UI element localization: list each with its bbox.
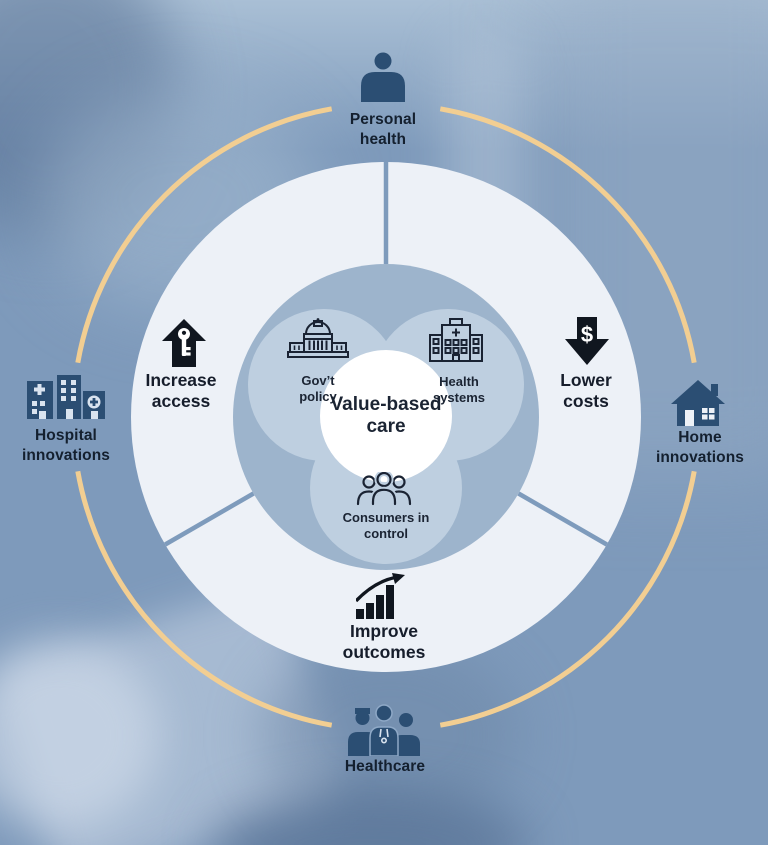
arrow-down-dollar-icon: $ — [565, 317, 609, 365]
ring-dividers — [164, 162, 608, 547]
increase-access-label: Increase access — [145, 370, 217, 411]
divider-lower-left — [164, 491, 255, 547]
gold-arc-ne — [439, 106, 697, 364]
house-icon — [671, 380, 725, 426]
consumers-label: Consumers in control — [342, 510, 430, 541]
healthcare-label: Healthcare — [344, 758, 426, 775]
gold-arc-circle — [75, 106, 697, 728]
hospital-building-icon — [429, 318, 483, 362]
capitol-icon — [287, 318, 349, 358]
gold-arc-sw — [75, 470, 333, 728]
lower-costs-label: Lower costs — [560, 370, 612, 411]
person-icon — [361, 52, 405, 102]
home-innovations-label: Home innovations — [655, 429, 745, 466]
center-circle — [320, 350, 452, 482]
center-label: Value-based care — [330, 394, 442, 437]
gold-arc-se — [439, 470, 697, 728]
hospital-buildings-icon — [27, 375, 105, 419]
personal-health-label: Personal health — [349, 111, 417, 148]
chart-rising-icon — [356, 573, 405, 619]
hospital-innovations-label: Hospital innovations — [21, 427, 111, 464]
improve-outcomes-label: Improve outcomes — [342, 621, 426, 662]
arrow-up-key-icon — [162, 319, 206, 367]
govt-policy-label: Gov’t policy — [299, 373, 337, 404]
gold-arc-nw — [75, 106, 333, 364]
healthcare-team-icon — [348, 704, 420, 756]
svg-text:$: $ — [581, 322, 593, 347]
health-systems-label: Health systems — [432, 374, 486, 405]
divider-lower-right — [517, 491, 608, 547]
people-group-icon — [356, 472, 412, 506]
